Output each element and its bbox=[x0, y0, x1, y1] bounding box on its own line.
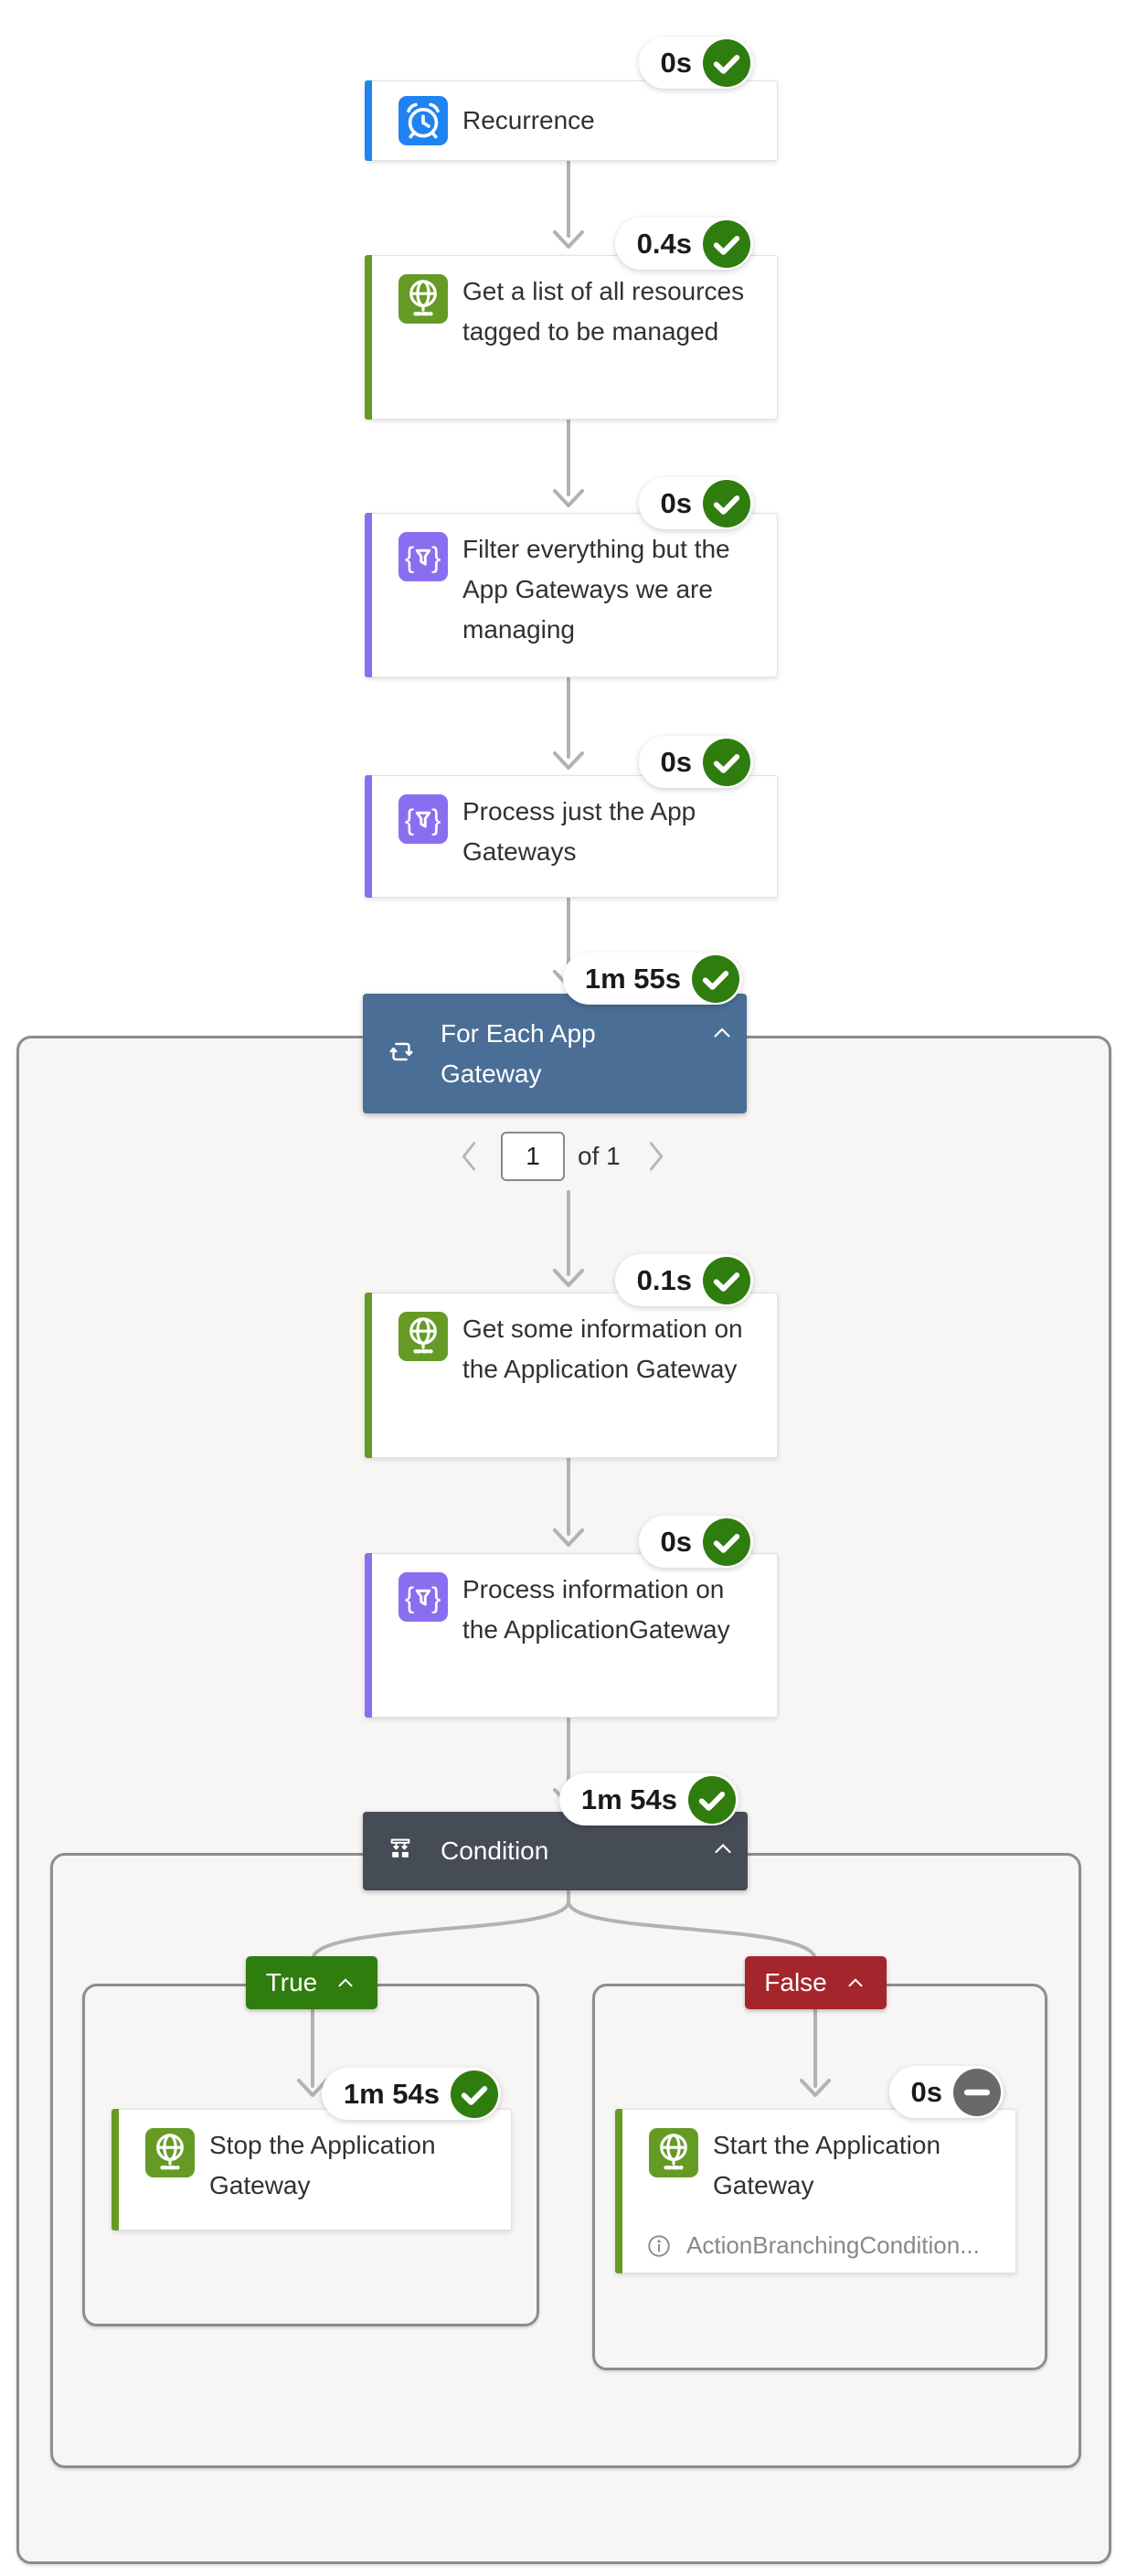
page-count-label: of 1 bbox=[578, 1142, 621, 1170]
success-check-icon bbox=[703, 1517, 750, 1566]
action-accent-bar bbox=[365, 513, 372, 677]
status-badge: 0s bbox=[638, 477, 753, 529]
success-check-icon bbox=[703, 219, 750, 268]
svg-text:{: { bbox=[405, 803, 415, 836]
skip-reason-label: ActionBranchingCondition... bbox=[686, 2231, 980, 2259]
status-badge: 1m 54s bbox=[558, 1773, 739, 1826]
action-accent-bar bbox=[365, 1293, 372, 1458]
collapse-chevron-icon[interactable] bbox=[709, 1836, 737, 1868]
action-accent-bar bbox=[365, 1553, 372, 1718]
duration-label: 0.1s bbox=[636, 1263, 692, 1296]
action-title: Filter everything but the App Gateways w… bbox=[462, 535, 730, 644]
action-title: Get some information on the Application … bbox=[462, 1315, 743, 1383]
braces-funnel-icon: { } bbox=[398, 794, 448, 844]
braces-funnel-icon: { } bbox=[398, 1572, 448, 1622]
status-badge: 1m 54s bbox=[321, 2068, 501, 2120]
duration-label: 0.4s bbox=[636, 227, 692, 260]
previous-page-chevron-icon[interactable] bbox=[457, 1138, 481, 1175]
scope-title: For Each App Gateway bbox=[441, 1018, 596, 1088]
braces-funnel-icon: { } bbox=[398, 532, 448, 581]
trigger-card-recurrence[interactable]: Recurrence bbox=[365, 80, 778, 161]
action-title: Stop the Application Gateway bbox=[209, 2131, 436, 2199]
duration-label: 0s bbox=[910, 2075, 942, 2108]
action-accent-bar bbox=[112, 2109, 119, 2230]
next-page-chevron-icon[interactable] bbox=[644, 1138, 668, 1175]
loop-icon bbox=[386, 1036, 417, 1071]
success-check-icon bbox=[703, 479, 750, 527]
action-card-get-info[interactable]: Get some information on the Application … bbox=[365, 1293, 778, 1458]
globe-http-icon bbox=[145, 2128, 195, 2177]
branch-label: False bbox=[764, 1968, 827, 1996]
status-badge: 0.1s bbox=[614, 1254, 753, 1306]
alarm-clock-icon bbox=[398, 96, 448, 145]
trigger-accent-bar bbox=[365, 80, 372, 161]
action-card-filter[interactable]: { } Filter everything but the App Gatewa… bbox=[365, 513, 778, 677]
action-accent-bar bbox=[365, 255, 372, 420]
status-badge: 0.4s bbox=[614, 218, 753, 270]
globe-http-icon bbox=[649, 2128, 698, 2177]
status-badge: 1m 55s bbox=[562, 953, 742, 1005]
globe-http-icon bbox=[398, 274, 448, 324]
foreach-pagination: of 1 bbox=[457, 1132, 668, 1181]
scope-title: Condition bbox=[441, 1836, 549, 1865]
success-check-icon bbox=[692, 954, 739, 1003]
success-check-icon bbox=[688, 1775, 736, 1824]
page-number-input[interactable] bbox=[501, 1132, 565, 1181]
branch-label: True bbox=[265, 1968, 318, 1996]
status-badge: 0s bbox=[638, 1516, 753, 1568]
action-accent-bar bbox=[365, 775, 372, 898]
svg-text:{: { bbox=[405, 540, 415, 573]
collapse-chevron-icon[interactable] bbox=[334, 1971, 357, 1995]
action-title: Process information on the ApplicationGa… bbox=[462, 1575, 730, 1644]
globe-http-icon bbox=[398, 1312, 448, 1361]
svg-text:}: } bbox=[431, 803, 441, 836]
action-card-start-gateway[interactable]: Start the Application Gateway ActionBran… bbox=[615, 2109, 1016, 2273]
branch-condition-icon bbox=[386, 1835, 415, 1868]
duration-label: 1m 55s bbox=[584, 962, 681, 995]
info-icon bbox=[645, 2232, 673, 2260]
success-check-icon bbox=[703, 738, 750, 786]
duration-label: 0s bbox=[660, 486, 692, 519]
status-badge: 0s bbox=[888, 2066, 1004, 2118]
svg-text:}: } bbox=[431, 1581, 441, 1613]
duration-label: 0s bbox=[660, 745, 692, 778]
status-badge: 0s bbox=[638, 37, 753, 89]
action-title: Start the Application Gateway bbox=[713, 2131, 941, 2199]
false-branch-badge[interactable]: False bbox=[745, 1956, 887, 2009]
success-check-icon bbox=[703, 38, 750, 87]
action-title: Process just the App Gateways bbox=[462, 797, 696, 866]
action-card-process-just[interactable]: { } Process just the App Gateways bbox=[365, 775, 778, 898]
duration-label: 1m 54s bbox=[580, 1783, 677, 1815]
action-card-stop-gateway[interactable]: Stop the Application Gateway bbox=[112, 2109, 512, 2230]
collapse-chevron-icon[interactable] bbox=[844, 1971, 867, 1995]
collapse-chevron-icon[interactable] bbox=[708, 1019, 736, 1051]
success-check-icon bbox=[451, 2070, 498, 2118]
skip-reason-row: ActionBranchingCondition... bbox=[645, 2231, 1003, 2260]
action-card-process-info[interactable]: { } Process information on the Applicati… bbox=[365, 1553, 778, 1718]
action-title: Get a list of all resources tagged to be… bbox=[462, 277, 745, 346]
action-card-get-list[interactable]: Get a list of all resources tagged to be… bbox=[365, 255, 778, 420]
action-accent-bar bbox=[615, 2109, 622, 2273]
duration-label: 1m 54s bbox=[343, 2077, 440, 2110]
duration-label: 0s bbox=[660, 46, 692, 79]
true-branch-badge[interactable]: True bbox=[246, 1956, 377, 2009]
action-title: Recurrence bbox=[462, 106, 595, 134]
status-badge: 0s bbox=[638, 736, 753, 788]
duration-label: 0s bbox=[660, 1525, 692, 1558]
svg-text:}: } bbox=[431, 540, 441, 573]
svg-text:{: { bbox=[405, 1581, 415, 1613]
success-check-icon bbox=[703, 1256, 750, 1304]
foreach-scope-header[interactable]: For Each App Gateway bbox=[363, 994, 747, 1113]
skipped-minus-icon bbox=[953, 2068, 1001, 2116]
